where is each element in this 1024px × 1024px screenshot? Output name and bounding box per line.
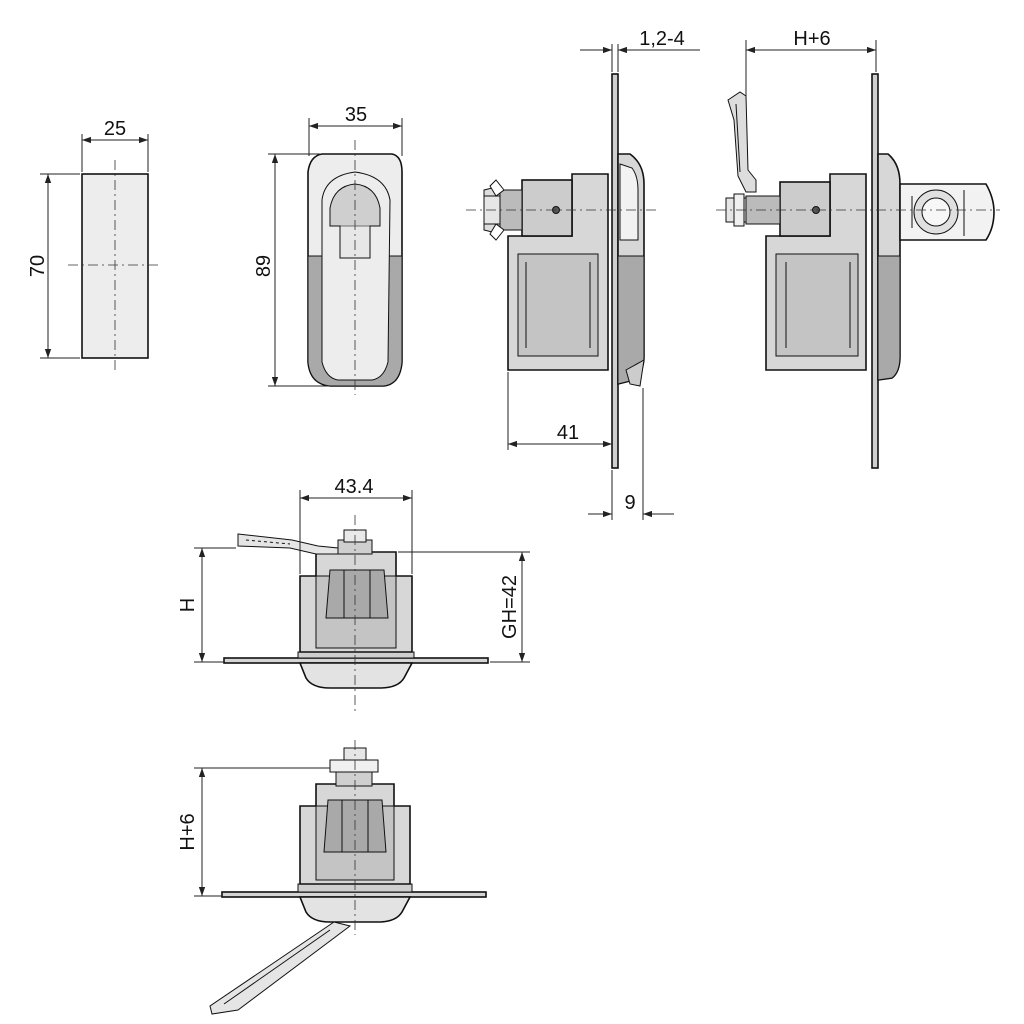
view-side-section: 1,2-4 41 9 [466, 28, 700, 520]
dim-width-25: 25 [104, 118, 126, 140]
dim-height-89: 89 [253, 255, 275, 277]
dim-plate-1-2-4: 1,2-4 [639, 28, 685, 50]
dim-height-70: 70 [27, 255, 49, 277]
dim-depth-41: 41 [557, 422, 579, 444]
dim-gh-42: GH=42 [499, 575, 521, 639]
dim-h-plus-6-top: H+6 [793, 28, 830, 50]
view-front-block: 25 70 [27, 118, 162, 372]
view-top-open: H+6 [177, 740, 487, 1015]
view-handle-front: 35 89 [253, 104, 403, 395]
dim-width-35: 35 [345, 104, 367, 126]
view-top-closed: 43.4 H GH=42 [177, 476, 530, 712]
view-side-h6: H+6 [716, 28, 1000, 469]
dim-h-plus-6-bottom: H+6 [177, 813, 199, 850]
dim-depth-9: 9 [624, 492, 635, 514]
dim-h: H [177, 598, 199, 612]
dim-width-43-4: 43.4 [335, 476, 374, 498]
